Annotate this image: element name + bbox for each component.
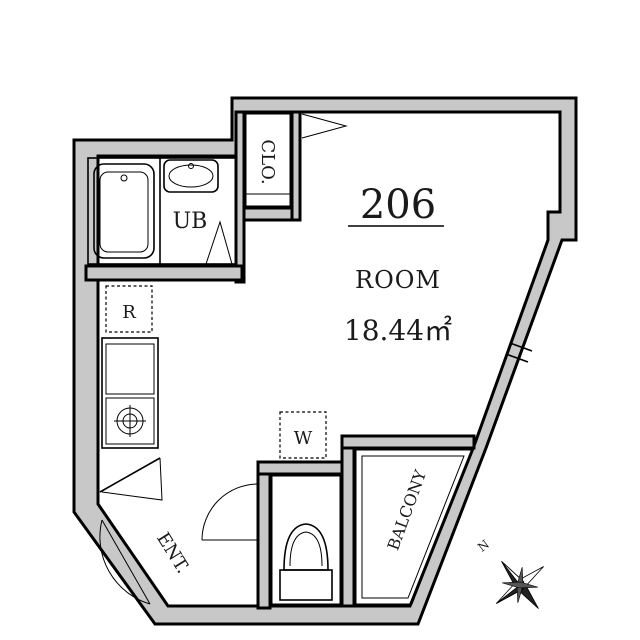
refrigerator-space: [105, 285, 153, 333]
ub-label: UB: [173, 209, 208, 234]
compass-north-label: N: [475, 537, 492, 554]
toilet: [271, 475, 341, 605]
room-label: ROOM: [355, 266, 441, 294]
washer-label: W: [294, 428, 313, 449]
sink-icon: [163, 159, 219, 193]
kitchen: R: [101, 285, 159, 449]
washer-space: W: [279, 411, 327, 459]
room-labels: 206 ROOM 18.44㎡: [344, 182, 452, 347]
balcony-label: BALCONY: [384, 467, 431, 553]
bathtub-icon: [93, 163, 155, 259]
closet-label: CLO.: [257, 139, 278, 184]
unit-bath: UB: [87, 157, 237, 265]
unit-number: 206: [360, 182, 436, 228]
closet: CLO.: [245, 113, 348, 207]
room-area: 18.44㎡: [344, 314, 452, 347]
entrance-label: ENT.: [152, 529, 193, 577]
refrigerator-label: R: [122, 302, 136, 323]
interior-walls: [84, 110, 476, 610]
stove-burner-icon: [114, 405, 146, 437]
window-marks: [505, 342, 533, 363]
toilet-icon: [279, 523, 333, 601]
compass-rose-icon: N: [475, 537, 544, 609]
